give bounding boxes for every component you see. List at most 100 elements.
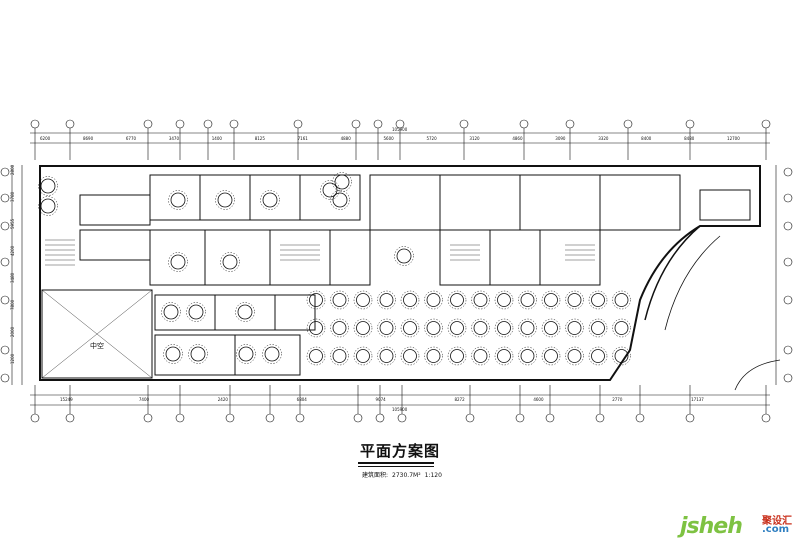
table-chairs <box>424 346 443 366</box>
round-table <box>614 321 629 335</box>
grid-marker-top <box>203 119 213 129</box>
private-table <box>332 192 348 208</box>
grid-marker-top <box>373 119 383 129</box>
private-table-chairs <box>38 196 58 216</box>
round-table <box>403 293 417 307</box>
grid-marker-top <box>519 119 529 129</box>
private-table-chairs <box>161 302 181 322</box>
bottom-dimension: 2770 <box>612 397 623 402</box>
top-dimension: 6200 <box>40 136 51 141</box>
table-chairs <box>377 346 396 366</box>
round-table <box>567 293 582 307</box>
grid-marker-top <box>65 119 75 129</box>
left-dimension: 1200 <box>10 353 15 364</box>
grid-marker-right <box>783 193 793 203</box>
bottom-dimension: 17137 <box>691 397 704 402</box>
bottom-dimension: 7400 <box>139 397 150 402</box>
private-table <box>170 192 186 208</box>
round-table <box>497 349 511 363</box>
top-dimension: 5720 <box>426 136 437 141</box>
private-table <box>40 198 56 214</box>
private-table-chairs <box>220 252 240 272</box>
top-dimension: 4880 <box>341 136 352 141</box>
left-dimension: 2800 <box>10 164 15 175</box>
grid-marker-right <box>783 257 793 267</box>
table-chairs <box>565 318 584 338</box>
round-table <box>544 293 558 307</box>
grid-marker-top <box>623 119 633 129</box>
table-chairs <box>400 290 420 310</box>
grid-marker-top <box>175 119 185 129</box>
round-table <box>309 293 323 307</box>
round-table <box>591 293 605 307</box>
left-dimension: 3480 <box>10 272 15 283</box>
grid-marker-bottom <box>295 413 305 423</box>
top-dimension: 8690 <box>83 136 94 141</box>
grid-marker-bottom <box>515 413 525 423</box>
private-table-chairs <box>163 344 183 364</box>
round-table <box>356 349 370 363</box>
table-chairs <box>471 318 490 338</box>
private-table-chairs <box>168 252 188 272</box>
top-dimension: 3320 <box>598 136 609 141</box>
round-table <box>426 349 441 363</box>
bottom-dimension: 15249 <box>60 397 73 402</box>
grid-marker-top <box>293 119 303 129</box>
table-chairs <box>447 346 467 366</box>
round-table <box>473 349 488 363</box>
table-chairs <box>377 318 396 338</box>
table-chairs <box>377 290 396 310</box>
grid-marker-top <box>143 119 153 129</box>
bottom-dimension: 9074 <box>376 397 387 402</box>
round-table <box>591 321 605 335</box>
table-chairs <box>588 346 608 366</box>
grid-marker-right <box>783 345 793 355</box>
table-chairs <box>471 346 490 366</box>
top-dimension: 8125 <box>255 136 266 141</box>
round-table <box>544 349 558 363</box>
private-table <box>188 304 204 320</box>
table-chairs <box>565 346 584 366</box>
left-dimension: 4200 <box>10 245 15 256</box>
private-table <box>163 304 179 320</box>
table-chairs <box>565 290 584 310</box>
grid-marker-bottom <box>595 413 605 423</box>
top-dimension: 3470 <box>169 136 180 141</box>
grid-marker-left <box>0 373 10 383</box>
top-dimension: 5600 <box>384 136 395 141</box>
round-table <box>591 349 605 363</box>
left-dimension: 3780 <box>10 191 15 202</box>
table-chairs <box>612 318 631 338</box>
grid-marker-left <box>0 257 10 267</box>
round-table <box>450 293 464 307</box>
table-chairs <box>541 346 561 366</box>
private-table-chairs <box>186 302 206 322</box>
round-table <box>497 321 511 335</box>
top-dimension: 3090 <box>555 136 566 141</box>
table-chairs <box>400 346 420 366</box>
grid-marker-right <box>783 373 793 383</box>
grid-marker-bottom <box>635 413 645 423</box>
round-table <box>332 293 347 307</box>
bottom-total: 105900 <box>392 407 408 412</box>
grid-marker-right <box>783 221 793 231</box>
private-table <box>264 346 280 362</box>
table-chairs <box>330 290 349 310</box>
round-table <box>497 293 511 307</box>
private-table <box>238 346 254 362</box>
table-chairs <box>541 290 561 310</box>
round-table <box>403 321 417 335</box>
grid-marker-bottom <box>465 413 475 423</box>
table-chairs <box>494 346 514 366</box>
private-table-chairs <box>262 344 282 364</box>
top-dimension: 1400 <box>212 136 223 141</box>
grid-marker-bottom <box>30 413 40 423</box>
grid-marker-left <box>0 221 10 231</box>
grid-marker-bottom <box>143 413 153 423</box>
top-dimension: 8400 <box>641 136 652 141</box>
grid-marker-bottom <box>685 413 695 423</box>
round-table <box>379 321 394 335</box>
grid-marker-left <box>0 345 10 355</box>
bottom-dimension: 4600 <box>533 397 544 402</box>
private-table-chairs <box>332 172 352 192</box>
